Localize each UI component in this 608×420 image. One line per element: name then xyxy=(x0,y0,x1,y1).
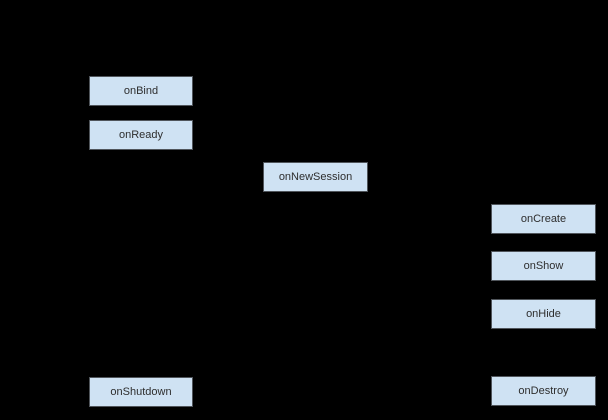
node-oncreate: onCreate xyxy=(491,204,596,234)
node-onshutdown: onShutdown xyxy=(89,377,193,407)
node-ondestroy: onDestroy xyxy=(491,376,596,406)
node-onshow: onShow xyxy=(491,251,596,281)
node-onready: onReady xyxy=(89,120,193,150)
node-onbind: onBind xyxy=(89,76,193,106)
node-onnewsession: onNewSession xyxy=(263,162,368,192)
node-onhide: onHide xyxy=(491,299,596,329)
